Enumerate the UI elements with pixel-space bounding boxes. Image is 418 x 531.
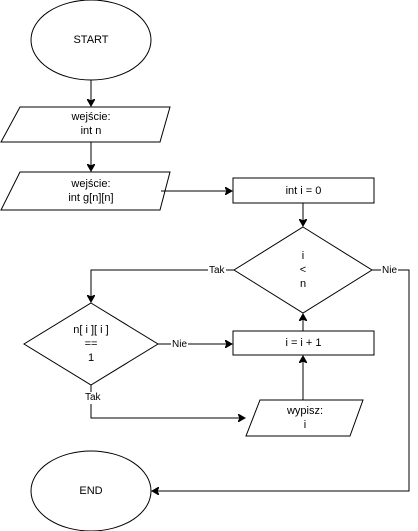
edge-loop-no-to-end (153, 269, 410, 491)
init-i-process (232, 177, 375, 204)
start-terminal (30, 0, 152, 81)
edge-check-yes-to-output (90, 385, 244, 418)
increment-process (232, 330, 375, 356)
end-terminal (30, 450, 152, 531)
edge-loop-yes-to-check (91, 269, 234, 301)
check-condition-decision (23, 302, 159, 386)
output-parallelogram (245, 399, 364, 437)
loop-condition-decision (233, 226, 373, 314)
input-g-parallelogram (0, 171, 171, 211)
input-n-parallelogram (0, 106, 171, 143)
